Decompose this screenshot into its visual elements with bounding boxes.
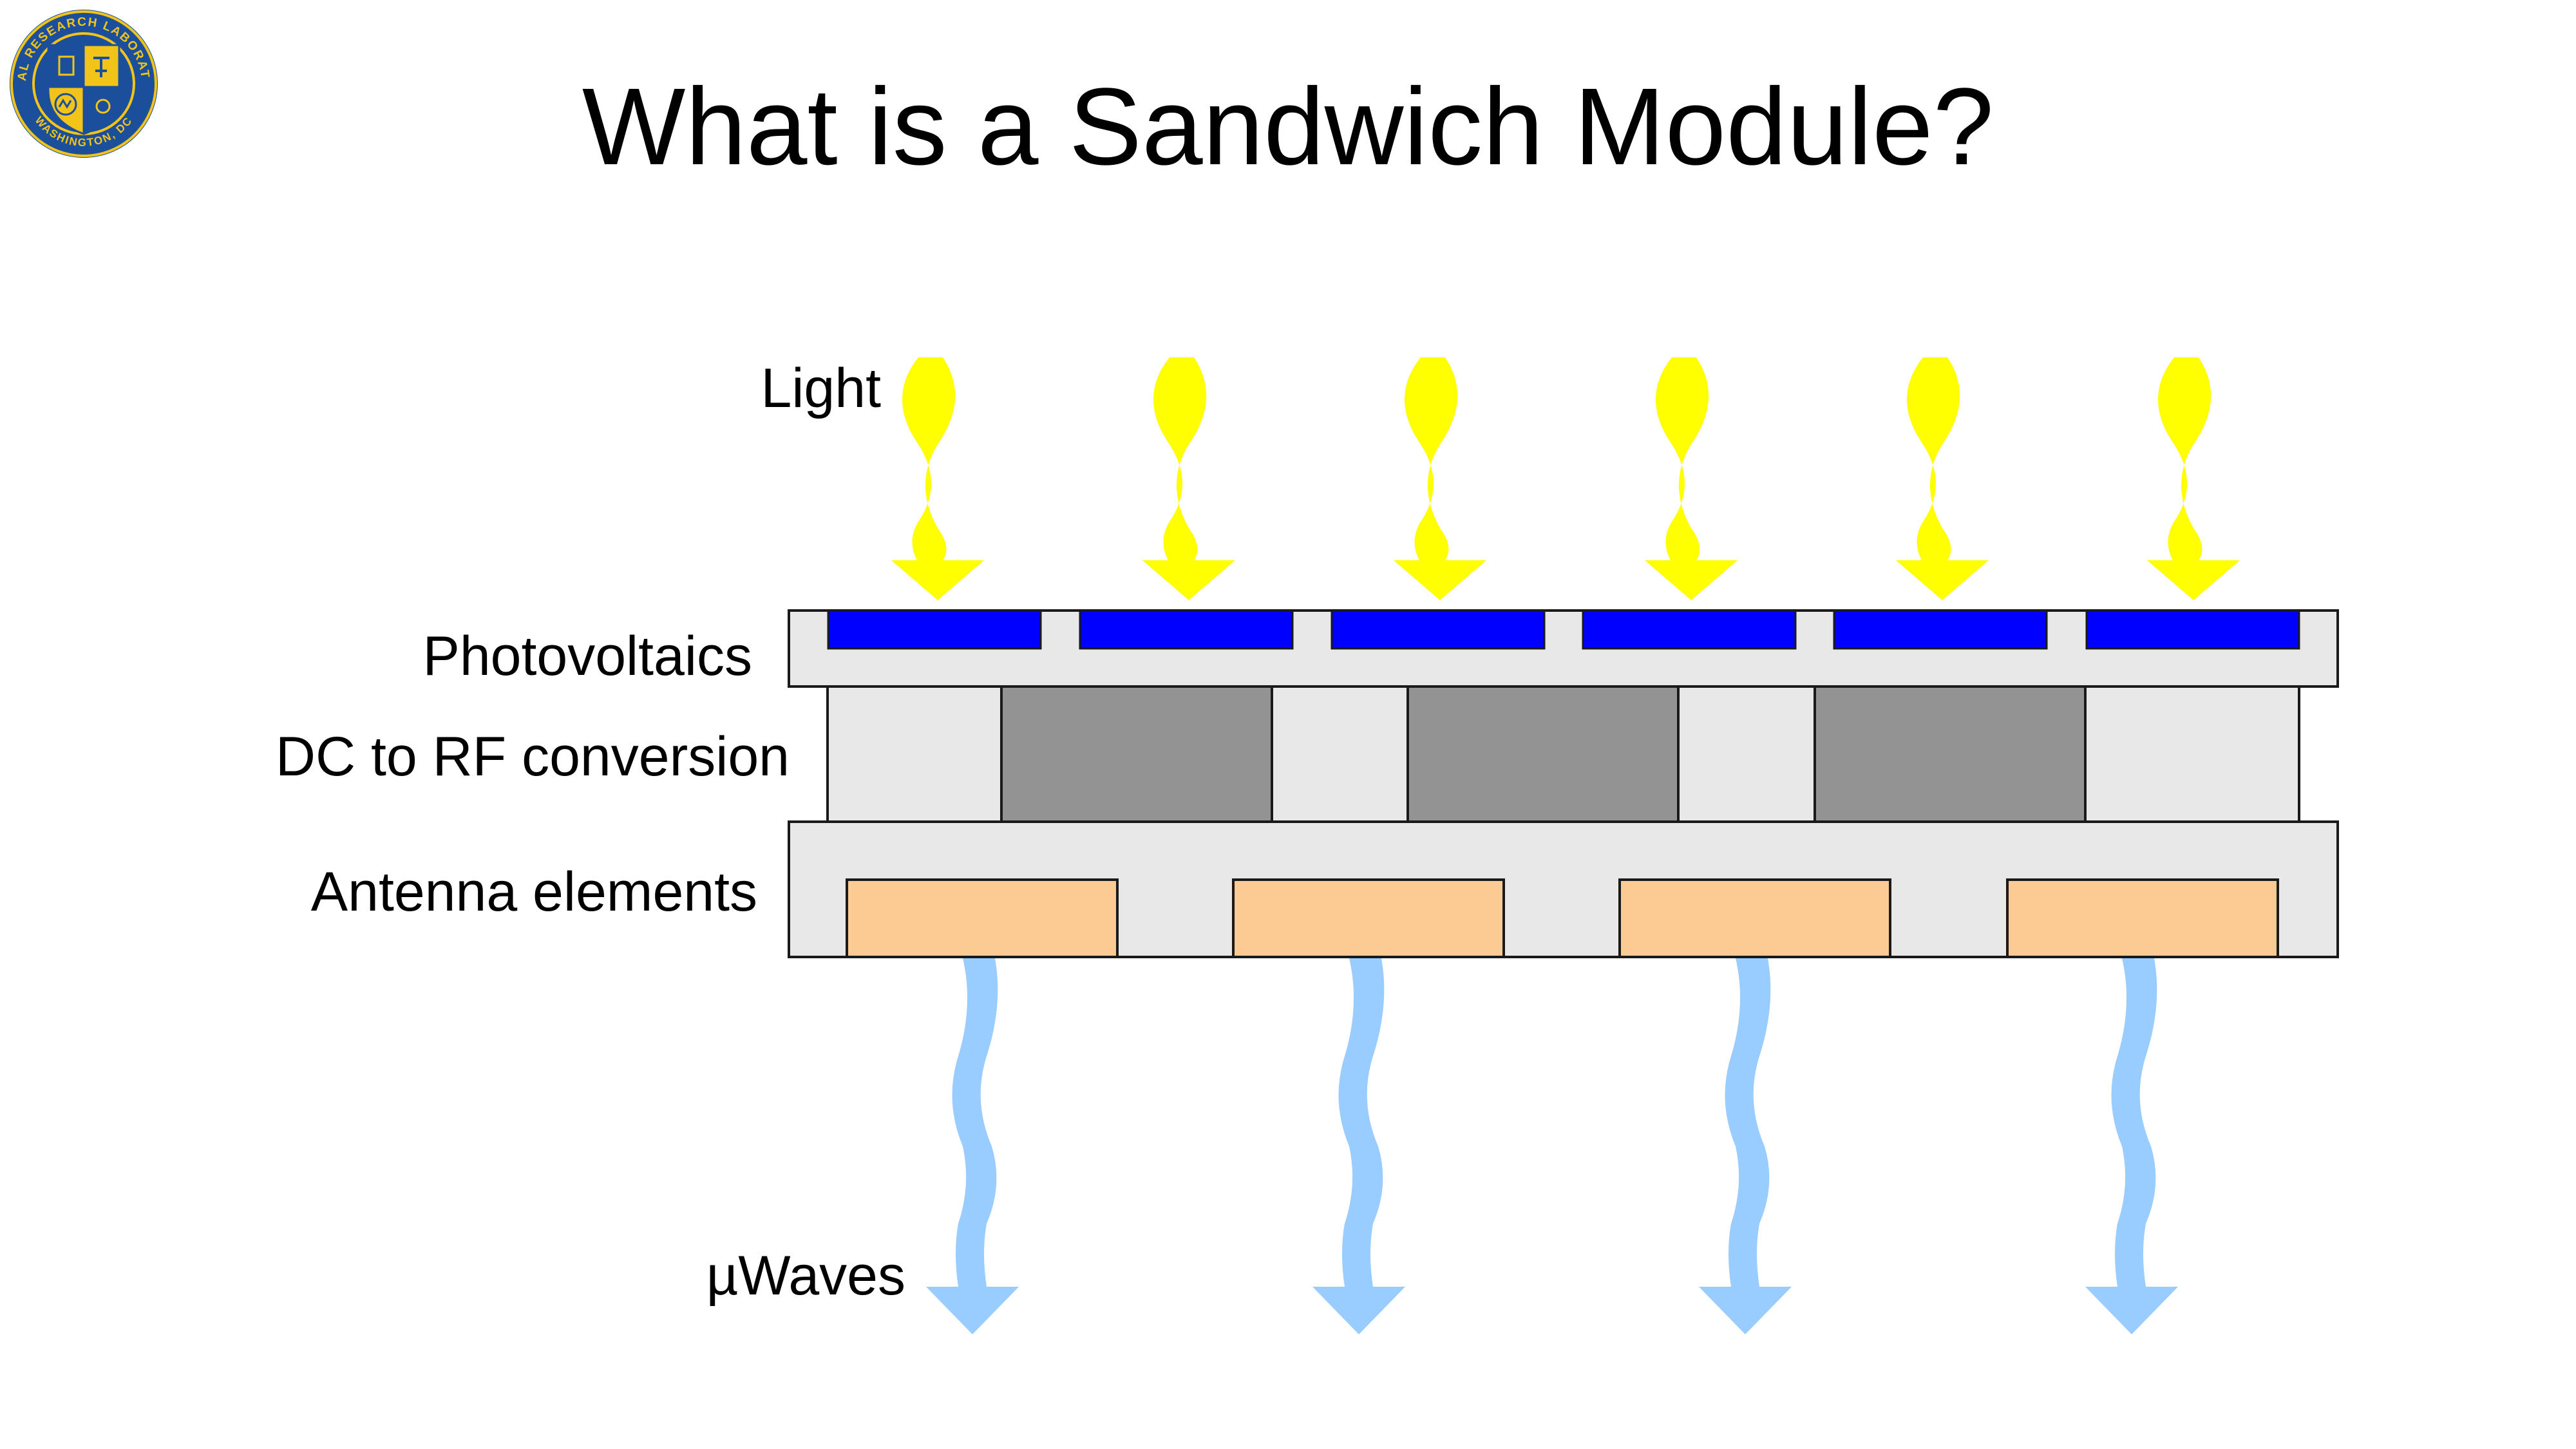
label-uwaves: µWaves [706, 1245, 905, 1307]
pv-cell-2 [1079, 609, 1294, 650]
light-arrow-6 [2147, 357, 2240, 600]
light-arrow-3 [1394, 357, 1486, 600]
nrl-logo: NAVAL RESEARCH LABORATORY WASHINGTON, DC [6, 6, 158, 158]
pv-cell-5 [1833, 609, 2048, 650]
slide-title: What is a Sandwich Module? [582, 66, 1994, 188]
light-arrow-1 [891, 357, 984, 600]
converter-block-3 [1814, 685, 2087, 823]
label-photovoltaics: Photovoltaics [422, 625, 752, 687]
photovoltaic-layer [788, 609, 2339, 688]
light-arrow-2 [1142, 357, 1235, 600]
converter-blocks [1000, 685, 2087, 823]
label-dc-rf: DC to RF conversion [276, 726, 790, 788]
antenna-patch-4 [2006, 878, 2279, 958]
wave-arrows [926, 958, 2178, 1334]
light-arrows [891, 357, 2240, 600]
antenna-patches [846, 878, 2279, 958]
label-antenna: Antenna elements [311, 861, 757, 923]
pv-cell-6 [2085, 609, 2300, 650]
label-light: Light [761, 357, 882, 419]
converter-block-1 [1000, 685, 1273, 823]
antenna-patch-2 [1232, 878, 1505, 958]
pv-cell-3 [1331, 609, 1546, 650]
pv-cells [827, 609, 2300, 650]
converter-block-2 [1406, 685, 1680, 823]
pv-cell-1 [827, 609, 1042, 650]
antenna-patch-1 [846, 878, 1119, 958]
light-arrow-5 [1896, 357, 1989, 600]
wave-arrow-2 [1312, 958, 1405, 1334]
wave-arrow-3 [1699, 958, 1792, 1334]
wave-arrow-1 [926, 958, 1019, 1334]
light-arrow-4 [1645, 357, 1738, 600]
wave-arrow-4 [2085, 958, 2178, 1334]
antenna-patch-3 [1618, 878, 1891, 958]
pv-cell-4 [1582, 609, 1797, 650]
